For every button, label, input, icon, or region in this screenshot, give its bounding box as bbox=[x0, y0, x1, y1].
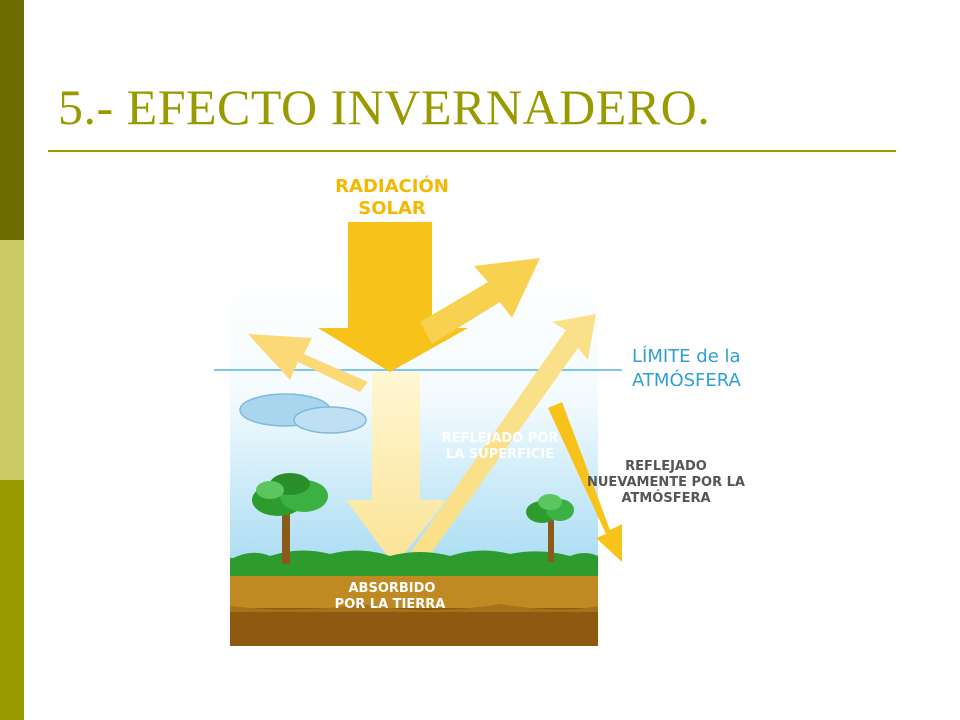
absorbed-radiation-arrow bbox=[346, 372, 446, 566]
sidebar-bar bbox=[0, 0, 24, 720]
sidebar-block-medium bbox=[0, 480, 24, 720]
grass-layer bbox=[230, 558, 598, 578]
solar-radiation-label: SOLAR bbox=[358, 198, 426, 219]
solar-radiation-label: RADIACIÓN bbox=[335, 175, 449, 197]
earth-absorbed-label: POR LA TIERRA bbox=[335, 597, 446, 612]
re-reflection-arrow bbox=[548, 402, 622, 562]
atmosphere-limit-label: ATMÓSFERA bbox=[632, 369, 742, 391]
upward-reflection-arrow bbox=[248, 334, 368, 392]
soil-layer bbox=[230, 576, 598, 610]
earth-absorbed-label: ABSORBIDO bbox=[349, 581, 436, 596]
atmosphere-limit-label: LÍMITE de la bbox=[632, 345, 741, 367]
tree-icon bbox=[252, 473, 328, 564]
sidebar-block-dark bbox=[0, 0, 24, 240]
grass-edge bbox=[230, 550, 598, 562]
cloud-icon bbox=[239, 393, 367, 434]
atmosphere-reflection-label: ATMÓSFERA bbox=[621, 490, 710, 506]
slide-title: 5.- EFECTO INVERNADERO. bbox=[58, 79, 711, 135]
surface-reflection-arrow bbox=[408, 314, 596, 566]
atmosphere-reflection-arrow bbox=[420, 258, 540, 344]
soil-transition bbox=[230, 604, 598, 612]
surface-reflection-label: LA SUPERFICIE bbox=[446, 447, 554, 462]
title-underline bbox=[48, 150, 896, 152]
deep-soil-layer bbox=[230, 608, 598, 646]
atmosphere-reflection-label: REFLEJADO bbox=[625, 459, 707, 474]
sidebar-block-light bbox=[0, 240, 24, 480]
tree-icon bbox=[526, 494, 574, 562]
atmosphere-reflection-label: NUEVAMENTE POR LA bbox=[587, 475, 745, 490]
surface-reflection-label: REFLEJADO POR bbox=[442, 431, 559, 446]
